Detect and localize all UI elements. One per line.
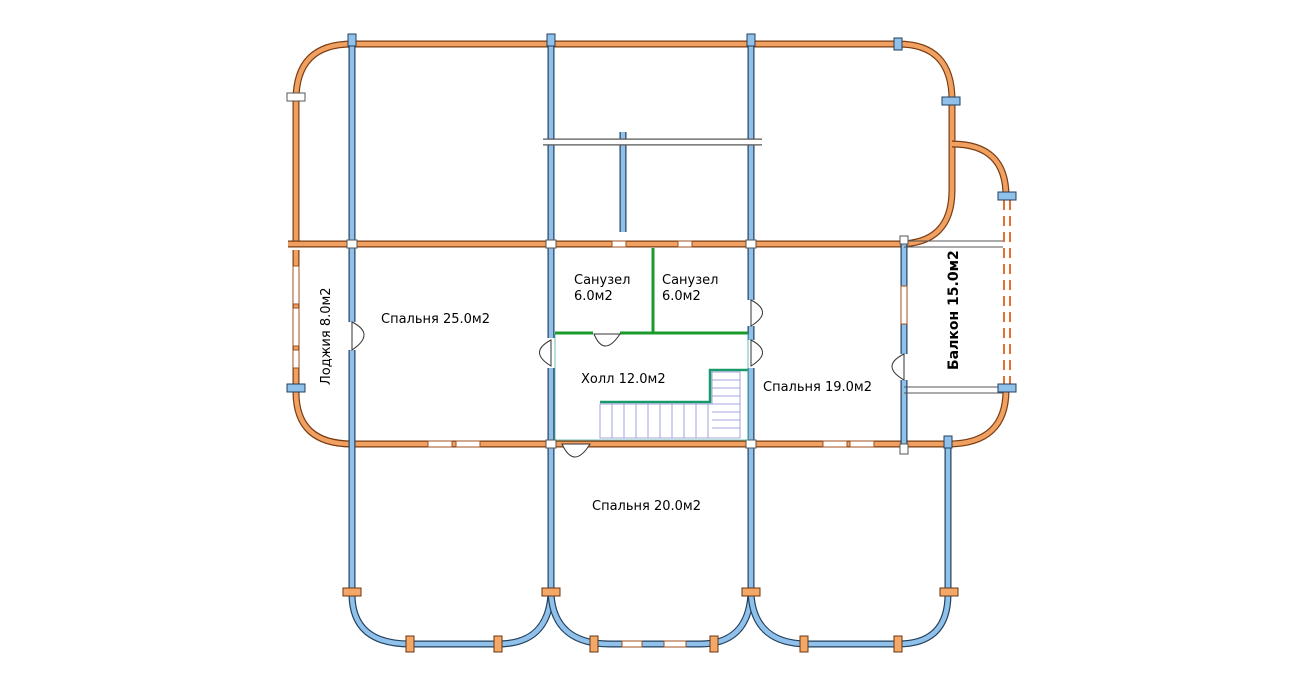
bathroom-partitions xyxy=(555,248,748,335)
door-bedroom-20 xyxy=(561,443,591,458)
door-bedroom-25 xyxy=(351,321,365,351)
staircase xyxy=(599,368,748,439)
bay-wall-center xyxy=(547,593,755,648)
interior-walls xyxy=(348,40,952,648)
hall-label: Холл 12.0м2 xyxy=(581,372,666,387)
bedroom-20-label: Спальня 20.0м2 xyxy=(592,499,701,514)
stair-rail xyxy=(600,368,748,404)
bathroom-2-area: 6.0м2 xyxy=(662,289,701,304)
room-labels: Санузел 6.0м2 Санузел 6.0м2 Спальня 25.0… xyxy=(319,250,962,514)
bay-wall-right xyxy=(747,593,952,648)
doors xyxy=(351,299,905,458)
loggia-exterior-wall xyxy=(292,391,353,448)
door-hall-left xyxy=(539,339,552,367)
door-bathroom-2 xyxy=(750,299,763,327)
bay-wall-left xyxy=(348,593,555,648)
bathroom-2-name: Санузел xyxy=(662,273,718,288)
bathroom-1-area: 6.0м2 xyxy=(574,289,613,304)
wall-caps xyxy=(286,33,1017,653)
lower-wall xyxy=(352,389,1010,448)
balcony-arc xyxy=(951,140,1010,197)
balcony-rail-bottom xyxy=(904,386,1003,394)
stair-steps xyxy=(611,379,740,438)
windows xyxy=(292,240,908,648)
balcony-rail-top xyxy=(904,240,1003,248)
door-bedroom-19 xyxy=(750,339,763,367)
door-balcony xyxy=(891,353,905,381)
bedroom-19-label: Спальня 19.0м2 xyxy=(763,380,872,395)
light-partitions xyxy=(543,138,1003,394)
loggia-label: Лоджия 8.0м2 xyxy=(319,287,334,385)
balcony-dashed-edge xyxy=(1003,200,1011,386)
door-bathroom-1 xyxy=(593,333,621,347)
bedroom-25-label: Спальня 25.0м2 xyxy=(381,312,490,327)
hall-aux-lines xyxy=(554,334,749,441)
bathroom-1-name: Санузел xyxy=(574,273,630,288)
balcony-label: Балкон 15.0м2 xyxy=(946,250,962,370)
